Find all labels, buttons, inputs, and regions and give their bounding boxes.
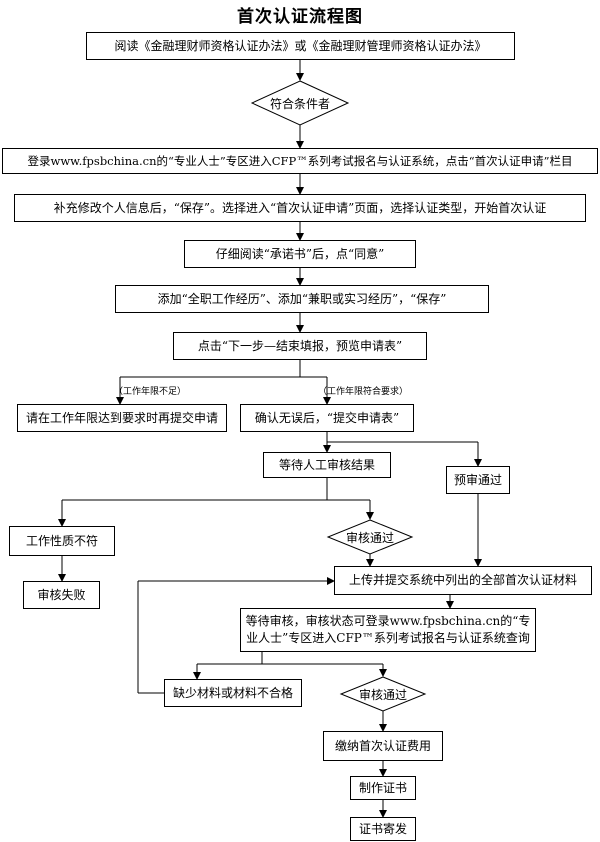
step-login: 登录www.fpsbchina.cn的“专业人士”专区进入CFP™系列考试报名与…: [2, 148, 598, 174]
step-fill-info: 补充修改个人信息后，“保存”。选择进入“首次认证申请”页面，选择认证类型，开始首…: [14, 194, 586, 222]
step-confirm-submit: 确认无误后，“提交申请表”: [240, 404, 414, 432]
step-wait-audit: 等待审核，审核状态可登录www.fpsbchina.cn的“专业人士”专区进入C…: [240, 608, 536, 652]
step-missing-materials: 缺少材料或材料不合格: [164, 679, 302, 707]
decision-diamond: [339, 676, 427, 712]
decision-review-pass-1: 审核通过: [345, 530, 394, 545]
step-read-pledge: 仔细阅读“承诺书”后，点“同意”: [184, 240, 416, 268]
chart-title: 首次认证流程图: [237, 7, 363, 27]
step-mail-certificate: 证书寄发: [350, 817, 416, 841]
step-work-nature-mismatch: 工作性质不符: [9, 526, 115, 556]
decision-diamond: [326, 519, 414, 555]
decision-eligible: 符合条件者: [269, 96, 330, 111]
step-read-rules: 阅读《金融理财师资格认证办法》或《金融理财管理师资格认证办法》: [86, 32, 515, 60]
step-upload-materials: 上传并提交系统中列出的全部首次认证材料: [334, 566, 592, 595]
step-pre-review-pass: 预审通过: [446, 466, 510, 494]
note-sufficient-years: （工作年限符合要求）: [318, 387, 409, 397]
note-insufficient-years: （工作年限不足）: [114, 387, 187, 397]
step-pay-fee: 缴纳首次认证费用: [323, 731, 443, 761]
step-make-certificate: 制作证书: [350, 776, 416, 800]
step-review-fail: 审核失败: [23, 581, 100, 609]
step-next-step: 点击“下一步—结束填报，预览申请表”: [173, 332, 427, 360]
step-wait-review: 等待人工审核结果: [263, 452, 391, 478]
decision-diamond: [250, 80, 350, 126]
step-add-experience: 添加“全职工作经历”、添加“兼职或实习经历”，“保存”: [115, 285, 489, 313]
step-wait-until-years: 请在工作年限达到要求时再提交申请: [17, 404, 227, 432]
decision-review-pass-2: 审核通过: [358, 687, 407, 702]
